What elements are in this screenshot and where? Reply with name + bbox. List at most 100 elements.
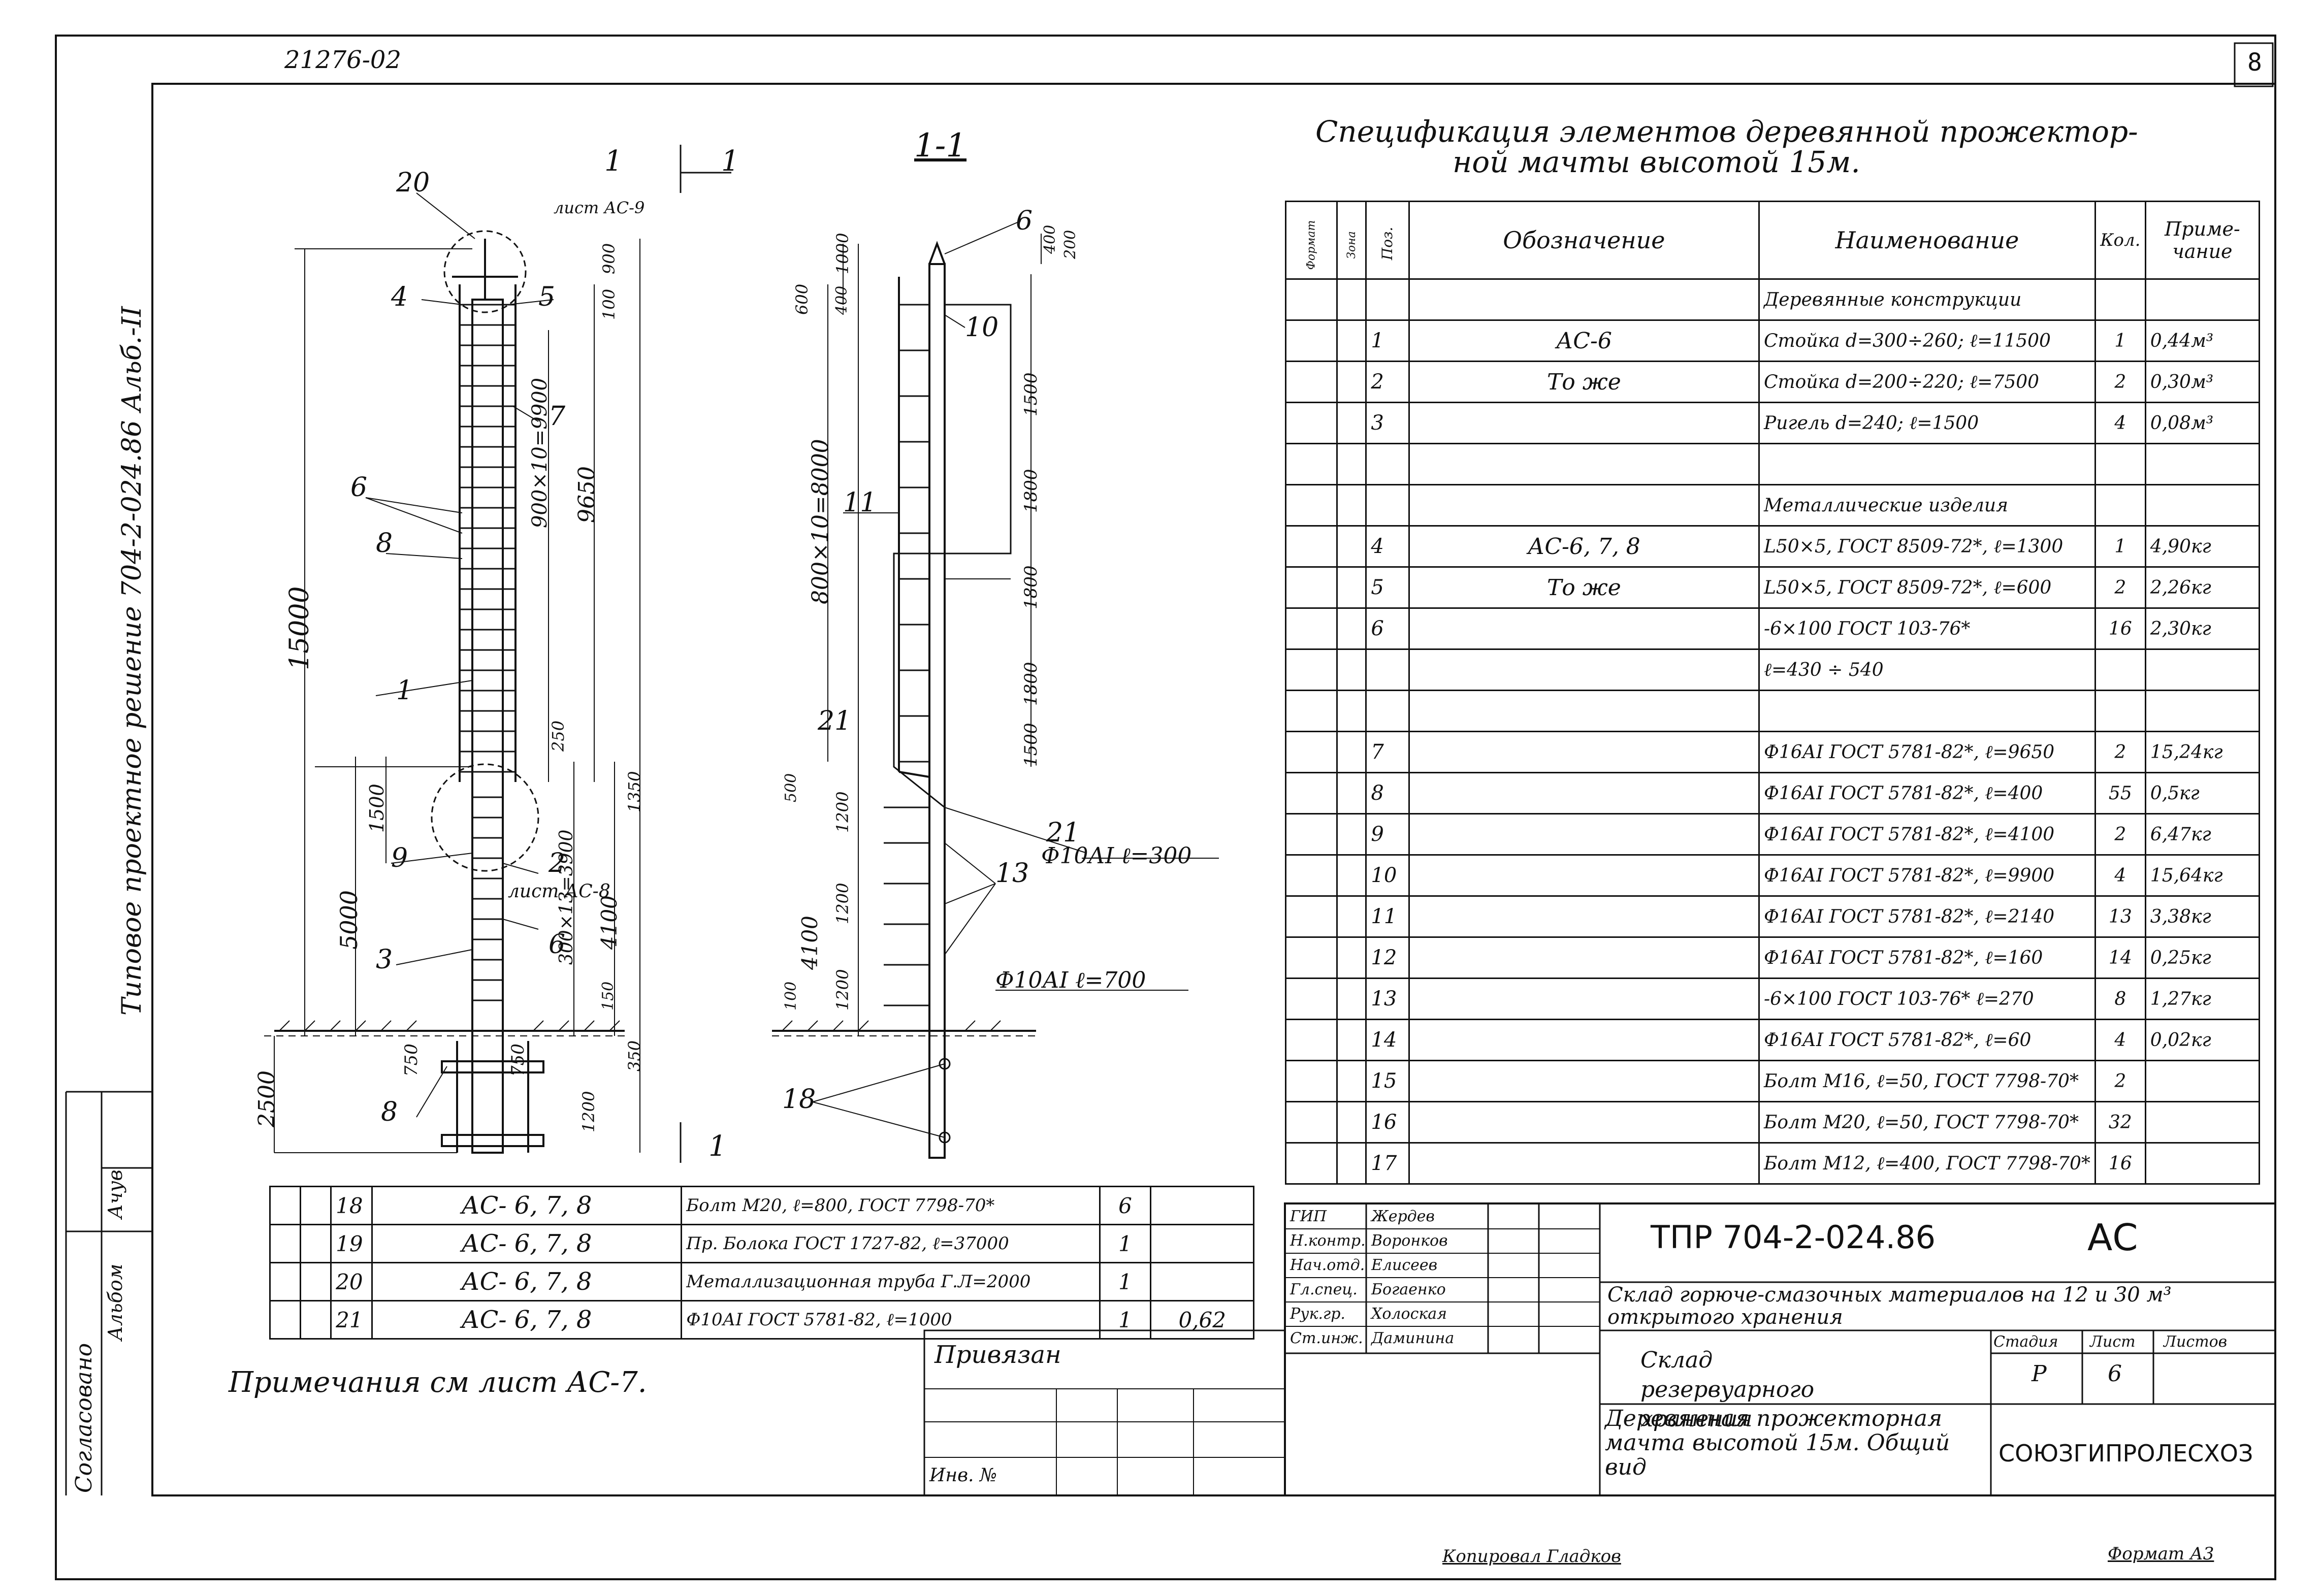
cell-qty: [2094, 648, 2146, 691]
col-designation: Обозначение: [1408, 201, 1760, 280]
cell-designation: [1408, 978, 1760, 1020]
cell-format: [1285, 402, 1338, 444]
sheet-ref-top: лист АС-9: [554, 198, 645, 217]
cell-name: ℓ=430 ÷ 540: [1758, 648, 2096, 691]
cell-qty: 2: [2094, 1060, 2146, 1102]
cell-zone: [1336, 319, 1367, 362]
staff-name: Елисеев: [1371, 1256, 1438, 1274]
cell-zone: [1336, 607, 1367, 650]
callout-number: 21: [818, 706, 852, 736]
cell-designation: [1408, 484, 1760, 527]
col-note: Приме- чание: [2144, 201, 2261, 280]
cell-designation: АС- 6, 7, 8: [371, 1224, 683, 1263]
side-approved-sig: Ачув: [104, 1169, 126, 1219]
cell-name: Болт М20, ℓ=50, ГОСТ 7798-70*: [1758, 1101, 2096, 1144]
cell-designation: [1408, 854, 1760, 897]
cell-zone: [1336, 648, 1367, 691]
sheet-number: 8: [2247, 48, 2262, 77]
cell-format: [1285, 1019, 1338, 1061]
cell-qty: 1: [1099, 1300, 1152, 1340]
cell-format: [1285, 731, 1338, 773]
cell-qty: 1: [1099, 1262, 1152, 1301]
col-zone: Зона: [1336, 201, 1367, 280]
cell-pos: 13: [1365, 978, 1410, 1020]
cell-qty: 2: [2094, 813, 2146, 856]
spec-title-line1: Спецификация элементов деревянной прожек…: [1315, 114, 2138, 149]
cell-qty: 32: [2094, 1101, 2146, 1144]
cell-note: 0,62: [1150, 1300, 1254, 1340]
cell-name: Металлизационная труба Г.Л=2000: [681, 1262, 1101, 1301]
cell-pos: 21: [330, 1300, 373, 1340]
cell-qty: 2: [2094, 361, 2146, 403]
cell-pos: 7: [1365, 731, 1410, 773]
cell-zone: [1336, 443, 1367, 485]
cell-name: Болт М16, ℓ=50, ГОСТ 7798-70*: [1758, 1060, 2096, 1102]
cell-format: [1285, 484, 1338, 527]
spec-title-line2: ной мачты высотой 15м.: [1453, 145, 1860, 179]
org-name: СОЮЗГИПРОЛЕСХОЗ: [1998, 1440, 2253, 1467]
cell-pos: [1365, 278, 1410, 321]
stage-value: Р: [2032, 1361, 2047, 1387]
cell-qty: [2094, 484, 2146, 527]
table-row: [1285, 443, 2261, 485]
dimension-label: 1350: [625, 771, 644, 812]
callout-number: 9: [391, 843, 408, 873]
cell-pos: 10: [1365, 854, 1410, 897]
table-row: [1285, 690, 2261, 732]
cell-pos: 20: [330, 1262, 373, 1301]
cell-zone: [1336, 895, 1367, 938]
cell-name: Ф16АI ГОСТ 5781-82*, ℓ=9650: [1758, 731, 2096, 773]
cell-format: [1285, 895, 1338, 938]
cell-note: 1,27кг: [2144, 978, 2261, 1020]
cell-qty: [2094, 278, 2146, 321]
cell-zone: [300, 1224, 332, 1263]
dimension-label: 500: [782, 773, 800, 802]
dimension-label: 800×10=8000: [808, 439, 833, 604]
cell-zone: [1336, 361, 1367, 403]
dimension-label: 900×10=9900: [528, 377, 552, 528]
cell-qty: 1: [2094, 319, 2146, 362]
cell-designation: [1408, 1142, 1760, 1185]
cell-designation: [1408, 648, 1760, 691]
cell-name: [1758, 443, 2096, 485]
cell-designation: [1408, 607, 1760, 650]
cell-zone: [1336, 978, 1367, 1020]
cell-designation: [1408, 1060, 1760, 1102]
dimension-label: 1500: [1021, 723, 1041, 767]
callout-number: 8: [376, 528, 393, 559]
cell-name: Ф16АI ГОСТ 5781-82*, ℓ=9900: [1758, 854, 2096, 897]
object-name: Склад горюче-смазочных материалов на 12 …: [1607, 1283, 2172, 1329]
notes-text: Примечания см лист АС-7.: [229, 1366, 647, 1399]
cell-pos: 6: [1365, 607, 1410, 650]
cell-pos: 5: [1365, 566, 1410, 609]
inv-label: Инв. №: [929, 1465, 997, 1486]
cell-pos: [1365, 648, 1410, 691]
cell-name: Металлические изделия: [1758, 484, 2096, 527]
cell-note: [1150, 1186, 1254, 1225]
stage-mark: АС: [2087, 1216, 2138, 1259]
dimension-label: 100: [599, 288, 619, 320]
cell-qty: 16: [2094, 1142, 2146, 1185]
dimension-label: 1200: [833, 969, 852, 1011]
spec-header-row: Формат Зона Поз. Обозначение Наименовани…: [1285, 201, 2261, 280]
dimension-label: 4100: [597, 895, 622, 950]
staff-name: Богаенко: [1371, 1281, 1446, 1298]
cell-note: [2144, 648, 2261, 691]
cell-note: 0,25кг: [2144, 936, 2261, 979]
cell-format: [1285, 1142, 1338, 1185]
cell-note: 0,30м³: [2144, 361, 2261, 403]
cell-name: -6×100 ГОСТ 103-76*: [1758, 607, 2096, 650]
cell-qty: 1: [2094, 525, 2146, 568]
cell-designation: [1408, 690, 1760, 732]
callout-number: 7: [549, 401, 566, 432]
cell-qty: 16: [2094, 607, 2146, 650]
